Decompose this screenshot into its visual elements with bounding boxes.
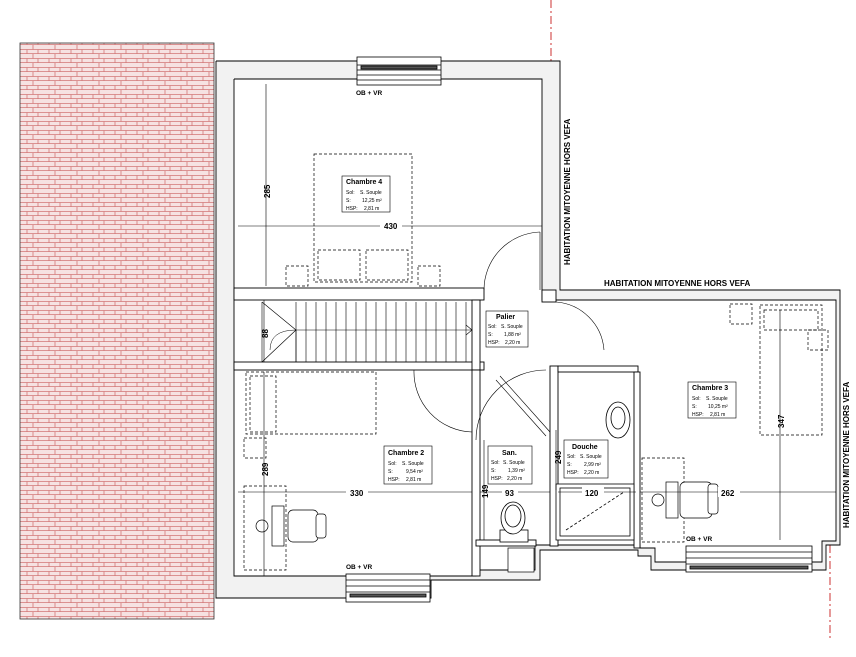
room-box-chambre4: Chambre 4 Sol: S. Souple S: 12,25 m² HSP… bbox=[341, 175, 391, 213]
room-s-label: S: bbox=[567, 462, 572, 468]
sink bbox=[605, 401, 631, 439]
door-swings bbox=[413, 231, 605, 441]
room-sol-label: Sol: bbox=[488, 324, 497, 330]
room-hsp-label: HSP: bbox=[692, 412, 704, 418]
room-box-chambre3: Chambre 3 Sol: S. Souple S: 10,25 m² HSP… bbox=[687, 381, 737, 419]
room-s-value: 9,54 m² bbox=[406, 469, 423, 475]
room-sol-label: Sol: bbox=[692, 396, 701, 402]
room-s-label: S: bbox=[346, 198, 351, 204]
room-s-value: 10,25 m² bbox=[708, 404, 728, 410]
room-s-label: S: bbox=[488, 332, 493, 338]
toilet bbox=[499, 501, 529, 543]
room-hsp-value: 2,20 m bbox=[584, 470, 599, 476]
room-sol-value: S. Souple bbox=[501, 324, 523, 330]
room-s-value: 2,99 m² bbox=[584, 462, 601, 468]
window-top bbox=[356, 56, 442, 86]
room-hsp-label: HSP: bbox=[388, 477, 400, 483]
room-s-value: 12,25 m² bbox=[362, 198, 382, 204]
room-hsp-label: HSP: bbox=[346, 206, 358, 212]
dim-249: 249 bbox=[554, 450, 563, 464]
room-sol-value: S. Souple bbox=[706, 396, 728, 402]
room-sol-value: S. Souple bbox=[402, 461, 424, 467]
dim-285: 285 bbox=[263, 184, 272, 198]
dim-88: 88 bbox=[261, 329, 270, 338]
staircase bbox=[261, 301, 473, 363]
room-sol-value: S. Souple bbox=[580, 454, 602, 460]
room-hsp-value: 2,20 m bbox=[507, 476, 522, 482]
room-box-san: San. Sol: S. Souple S: 1,39 m² HSP: 2,20… bbox=[487, 445, 533, 485]
room-box-chambre2: Chambre 2 Sol: S. Souple S: 9,54 m² HSP:… bbox=[383, 445, 433, 485]
room-box-palier: Palier Sol: S. Souple S: 1,88 m² HSP: 2,… bbox=[485, 310, 529, 348]
window-bottom-left bbox=[345, 573, 431, 603]
room-hsp-label: HSP: bbox=[567, 470, 579, 476]
dim-93: 93 bbox=[505, 489, 514, 498]
room-hsp-value: 2,81 m bbox=[406, 477, 421, 483]
dim-149: 149 bbox=[481, 484, 490, 498]
room-name: Douche bbox=[572, 444, 598, 451]
roof-tiles bbox=[19, 42, 215, 620]
dim-120: 120 bbox=[585, 489, 599, 498]
room-sol-label: Sol: bbox=[491, 460, 500, 466]
neighbour-label-vertical-top: HABITATION MITOYENNE HORS VEFA bbox=[563, 119, 572, 265]
room-s-label: S: bbox=[692, 404, 697, 410]
interior-walls bbox=[233, 287, 641, 577]
window-label-top: OB + VR bbox=[356, 90, 382, 97]
duct bbox=[507, 547, 535, 573]
neighbour-label-horizontal: HABITATION MITOYENNE HORS VEFA bbox=[604, 279, 750, 288]
room-name: Chambre 3 bbox=[692, 385, 728, 392]
dim-347: 347 bbox=[777, 414, 786, 428]
dim-430: 430 bbox=[384, 222, 398, 231]
room-s-value: 1,39 m² bbox=[508, 468, 525, 474]
room-sol-label: Sol: bbox=[346, 190, 355, 196]
room-sol-value: S. Souple bbox=[360, 190, 382, 196]
room-sol-label: Sol: bbox=[388, 461, 397, 467]
beds bbox=[243, 153, 829, 571]
room-s-label: S: bbox=[388, 469, 393, 475]
neighbour-label-vertical-right: HABITATION MITOYENNE HORS VEFA bbox=[842, 382, 851, 528]
room-sol-value: S. Souple bbox=[503, 460, 525, 466]
room-s-value: 1,88 m² bbox=[504, 332, 521, 338]
room-hsp-label: HSP: bbox=[488, 340, 500, 346]
room-hsp-label: HSP: bbox=[491, 476, 503, 482]
room-hsp-value: 2,81 m bbox=[364, 206, 379, 212]
dimension-labels: 430 285 88 289 330 149 93 249 120 262 34… bbox=[261, 184, 786, 498]
room-box-douche: Douche Sol: S. Souple S: 2,99 m² HSP: 2,… bbox=[563, 439, 609, 479]
window-bottom-right bbox=[685, 545, 813, 573]
room-name: Palier bbox=[496, 314, 515, 321]
chairs bbox=[255, 481, 719, 547]
dim-330: 330 bbox=[350, 489, 364, 498]
window-label-bottom-right: OB + VR bbox=[686, 536, 712, 543]
room-hsp-value: 2,81 m bbox=[710, 412, 725, 418]
room-name: Chambre 2 bbox=[388, 450, 424, 457]
dim-262: 262 bbox=[721, 489, 735, 498]
dim-289: 289 bbox=[261, 462, 270, 476]
room-sol-label: Sol: bbox=[567, 454, 576, 460]
room-s-label: S: bbox=[491, 468, 496, 474]
window-label-bottom-left: OB + VR bbox=[346, 564, 372, 571]
room-name: Chambre 4 bbox=[346, 179, 382, 186]
room-hsp-value: 2,20 m bbox=[505, 340, 520, 346]
room-name: San. bbox=[502, 450, 517, 457]
